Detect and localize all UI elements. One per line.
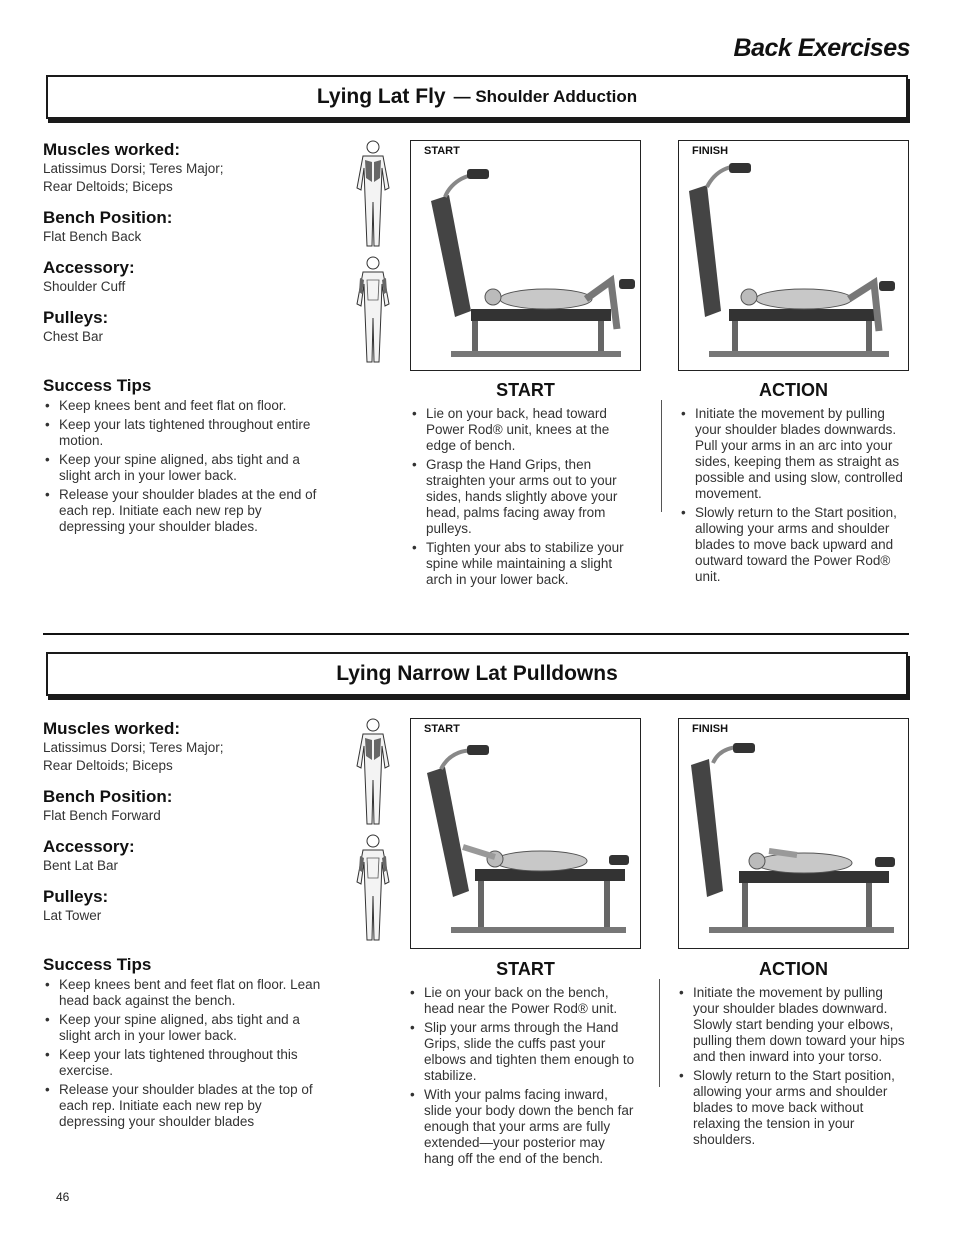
- start-step: Tighten your abs to stabilize your spine…: [410, 540, 640, 588]
- muscles-line: Latissimus Dorsi; Teres Major;: [43, 740, 224, 755]
- muscles-label: Muscles worked:: [43, 719, 180, 738]
- column-divider: [659, 979, 660, 1087]
- action-step: Slowly return to the Start position, all…: [677, 1068, 907, 1148]
- tip-item: Release your shoulder blades at the end …: [43, 487, 328, 535]
- start-step: Grasp the Hand Grips, then straighten yo…: [410, 457, 640, 537]
- tip-item: Keep your lats tightened throughout enti…: [43, 417, 328, 449]
- muscles-label: Muscles worked:: [43, 140, 180, 159]
- pulleys-label: Pulleys:: [43, 308, 109, 327]
- start-tag: START: [424, 723, 460, 735]
- muscles-value: Latissimus Dorsi; Teres Major; Rear Delt…: [43, 739, 343, 775]
- action-step: Initiate the movement by pulling your sh…: [679, 406, 909, 502]
- start-step: With your palms facing inward, slide you…: [408, 1087, 638, 1167]
- exercise-1-subtitle: — Shoulder Adduction: [453, 87, 638, 106]
- pulleys-value: Chest Bar: [43, 329, 104, 344]
- exercise-1-finish-photo: FINISH: [678, 140, 909, 371]
- action-heading: ACTION: [759, 380, 828, 400]
- bench-value: Flat Bench Back: [43, 229, 142, 244]
- exercise-2-title: Lying Narrow Lat Pulldowns: [336, 662, 618, 685]
- action-step: Initiate the movement by pulling your sh…: [677, 985, 907, 1065]
- tip-item: Keep knees bent and feet flat on floor. …: [43, 977, 328, 1009]
- exercise-1-start-photo: START: [410, 140, 641, 371]
- exercise-2-start-photo: START: [410, 718, 641, 949]
- page-number: 46: [56, 1190, 70, 1204]
- bench-value: Flat Bench Forward: [43, 808, 161, 823]
- section-divider: [43, 633, 909, 635]
- muscles-value: Latissimus Dorsi; Teres Major; Rear Delt…: [43, 160, 343, 196]
- pulleys-value: Lat Tower: [43, 908, 102, 923]
- start-tag: START: [424, 145, 460, 157]
- finish-tag: FINISH: [692, 723, 729, 735]
- exercise-2-info: Muscles worked: Latissimus Dorsi; Teres …: [43, 719, 343, 937]
- exercise-2-action-steps: Initiate the movement by pulling your sh…: [677, 985, 907, 1151]
- bench-label: Bench Position:: [43, 208, 173, 227]
- exercise-2-finish-photo: FINISH: [678, 718, 909, 949]
- finish-tag: FINISH: [692, 145, 729, 157]
- exercise-1-start-steps: Lie on your back, head toward Power Rod®…: [410, 406, 640, 591]
- exercise-1-success-tips: Success Tips Keep knees bent and feet fl…: [43, 376, 328, 538]
- pulleys-label: Pulleys:: [43, 887, 109, 906]
- column-divider: [661, 400, 662, 512]
- accessory-value: Shoulder Cuff: [43, 279, 126, 294]
- success-tips-label: Success Tips: [43, 376, 152, 395]
- tip-item: Release your shoulder blades at the top …: [43, 1082, 328, 1130]
- tip-item: Keep knees bent and feet flat on floor.: [43, 398, 328, 414]
- muscles-line: Rear Deltoids; Biceps: [43, 758, 173, 773]
- muscle-diagram-front-icon: [356, 834, 390, 941]
- accessory-label: Accessory:: [43, 837, 135, 856]
- machine-illustration-icon: [689, 163, 895, 357]
- machine-illustration-icon: [427, 745, 629, 933]
- start-heading: START: [496, 380, 555, 400]
- exercise-1-title: Lying Lat Fly: [316, 85, 446, 108]
- tip-item: Keep your lats tightened throughout this…: [43, 1047, 328, 1079]
- tip-item: Keep your spine aligned, abs tight and a…: [43, 452, 328, 484]
- accessory-label: Accessory:: [43, 258, 135, 277]
- action-step: Slowly return to the Start position, all…: [679, 505, 909, 585]
- accessory-value: Bent Lat Bar: [43, 858, 119, 873]
- exercise-1-info: Muscles worked: Latissimus Dorsi; Teres …: [43, 140, 343, 358]
- start-heading: START: [496, 959, 555, 979]
- muscle-diagram-front-icon: [356, 256, 390, 363]
- page-title: Back Exercises: [733, 34, 911, 62]
- success-tips-label: Success Tips: [43, 955, 152, 974]
- exercise-1-title-box: Lying Lat Fly — Shoulder Adduction: [46, 75, 908, 119]
- exercise-2-title-box: Lying Narrow Lat Pulldowns: [46, 652, 908, 696]
- exercise-2-success-tips: Success Tips Keep knees bent and feet fl…: [43, 955, 328, 1133]
- exercise-2-start-steps: Lie on your back on the bench, head near…: [408, 985, 638, 1170]
- exercise-1-action-steps: Initiate the movement by pulling your sh…: [679, 406, 909, 588]
- muscles-line: Rear Deltoids; Biceps: [43, 179, 173, 194]
- machine-illustration-icon: [431, 169, 635, 357]
- machine-illustration-icon: [691, 743, 895, 933]
- muscle-diagram-back-icon: [356, 718, 390, 825]
- action-heading: ACTION: [759, 959, 828, 979]
- start-step: Lie on your back on the bench, head near…: [408, 985, 638, 1017]
- muscles-line: Latissimus Dorsi; Teres Major;: [43, 161, 224, 176]
- start-step: Lie on your back, head toward Power Rod®…: [410, 406, 640, 454]
- bench-label: Bench Position:: [43, 787, 173, 806]
- tip-item: Keep your spine aligned, abs tight and a…: [43, 1012, 328, 1044]
- muscle-diagram-back-icon: [356, 140, 390, 247]
- start-step: Slip your arms through the Hand Grips, s…: [408, 1020, 638, 1084]
